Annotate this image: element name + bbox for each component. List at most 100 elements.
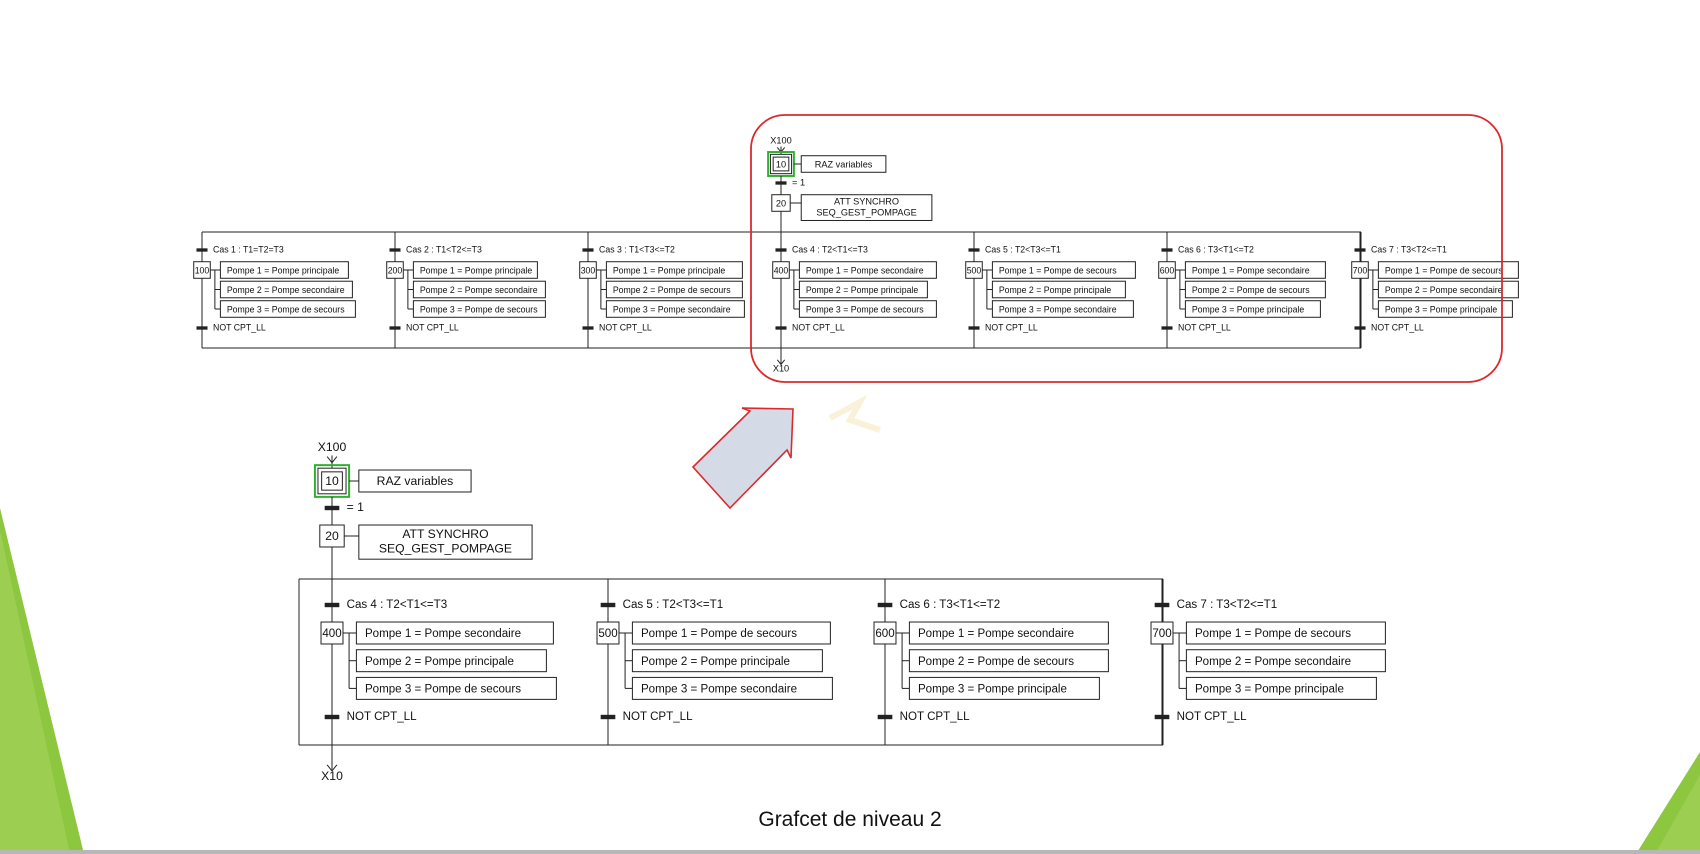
action-box <box>1377 280 1519 299</box>
exit-condition-label: NOT CPT_LL <box>213 322 266 332</box>
action-text: Pompe 3 = Pompe de secours <box>365 683 521 695</box>
condition-label: Cas 6 : T3<T1<=T2 <box>900 599 1001 611</box>
step-20-action-box <box>800 194 933 221</box>
exit-transition-bar <box>877 714 893 720</box>
initial-step-action-box <box>358 469 472 493</box>
condition-transition-bar <box>196 248 208 252</box>
action-box <box>219 280 353 299</box>
action-box <box>219 261 349 279</box>
action-text: Pompe 2 = Pompe principale <box>806 285 919 295</box>
action-text: Pompe 3 = Pompe secondaire <box>999 304 1117 314</box>
step-20-action-line-1: ATT SYNCHRO <box>402 527 488 541</box>
condition-transition-bar <box>968 248 980 252</box>
action-text: Pompe 1 = Pompe principale <box>613 265 726 275</box>
action-text: Pompe 3 = Pompe de secours <box>227 304 345 314</box>
action-box <box>798 261 937 279</box>
action-text: Pompe 1 = Pompe principale <box>227 265 340 275</box>
exit-transition-bar <box>1354 326 1366 330</box>
condition-label: Cas 7 : T3<T2<=T1 <box>1177 599 1278 611</box>
action-text: Pompe 2 = Pompe secondaire <box>420 285 538 295</box>
step-number: 400 <box>774 265 789 275</box>
exit-transition-bar <box>196 326 208 330</box>
action-text: Pompe 1 = Pompe de secours <box>641 628 797 640</box>
exit-condition-label: NOT CPT_LL <box>792 322 845 332</box>
exit-transition-bar <box>1154 714 1170 720</box>
exit-condition-label: NOT CPT_LL <box>1177 711 1247 723</box>
exit-transition-bar <box>968 326 980 330</box>
condition-transition-bar <box>582 248 594 252</box>
exit-link-label: X10 <box>321 769 343 783</box>
exit-condition-label: NOT CPT_LL <box>985 322 1038 332</box>
action-box <box>1377 300 1513 318</box>
action-box <box>631 676 833 700</box>
entry-link-label: X100 <box>770 135 791 145</box>
action-text: Pompe 1 = Pompe de secours <box>1385 265 1503 275</box>
initial-step-action-text: RAZ variables <box>377 474 454 488</box>
condition-label: Cas 1 : T1=T2=T3 <box>213 244 284 254</box>
condition-transition-bar <box>775 248 787 252</box>
action-box <box>991 261 1136 279</box>
zoom-arrow-icon <box>691 407 794 510</box>
step-20-number: 20 <box>325 529 339 543</box>
action-text: Pompe 2 = Pompe principale <box>999 285 1112 295</box>
step-number: 300 <box>581 265 596 275</box>
condition-label: Cas 4 : T2<T1<=T3 <box>792 244 868 254</box>
slide-title: Grafcet de niveau 2 <box>758 808 942 831</box>
action-text: Pompe 1 = Pompe de secours <box>1195 628 1351 640</box>
exit-transition-bar <box>1161 326 1173 330</box>
initial-step-inner-box <box>321 471 343 491</box>
condition-label: Cas 3 : T1<T3<=T2 <box>599 244 675 254</box>
exit-condition-label: NOT CPT_LL <box>406 322 459 332</box>
initial-step-number: 10 <box>325 474 339 488</box>
initial-step-10: 10 RAZ variables <box>313 464 472 498</box>
step-box <box>772 261 790 279</box>
right-green-wedge-light <box>1655 775 1700 854</box>
action-box <box>631 621 831 645</box>
exit-condition-label: NOT CPT_LL <box>1371 322 1424 332</box>
condition-transition-bar <box>600 602 616 608</box>
action-box <box>1377 261 1519 279</box>
initial-step-action-text: RAZ variables <box>815 159 873 169</box>
action-box <box>991 300 1134 318</box>
action-text: Pompe 1 = Pompe secondaire <box>918 628 1074 640</box>
action-text: Pompe 1 = Pompe secondaire <box>1192 265 1310 275</box>
action-text: Pompe 3 = Pompe secondaire <box>641 683 797 695</box>
step-number: 400 <box>322 628 341 640</box>
action-box <box>1185 676 1377 700</box>
action-box <box>631 649 823 673</box>
condition-label: Cas 5 : T2<T3<=T1 <box>623 599 724 611</box>
exit-transition-bar <box>324 714 340 720</box>
condition-label: Cas 5 : T2<T3<=T1 <box>985 244 1061 254</box>
action-text: Pompe 3 = Pompe principale <box>918 683 1067 695</box>
condition-transition-bar <box>324 602 340 608</box>
action-text: Pompe 3 = Pompe secondaire <box>613 304 731 314</box>
condition-label: Cas 7 : T3<T2<=T1 <box>1371 244 1447 254</box>
branch-100: Cas 1 : T1=T2=T3 100 Pompe 1 = Pompe princ… <box>193 232 356 348</box>
action-box <box>219 300 356 318</box>
action-box <box>355 621 554 645</box>
action-box <box>355 676 557 700</box>
transition-1-label: = 1 <box>792 177 805 187</box>
exit-condition-label: NOT CPT_LL <box>1178 322 1231 332</box>
action-box <box>1184 280 1326 299</box>
step-number: 100 <box>195 265 210 275</box>
exit-transition-bar <box>389 326 401 330</box>
exit-arrow-icon <box>326 764 338 772</box>
exit-condition-label: NOT CPT_LL <box>599 322 652 332</box>
step-number: 600 <box>1160 265 1175 275</box>
action-box <box>798 300 937 318</box>
exit-transition-bar <box>582 326 594 330</box>
initial-step-number: 10 <box>776 159 786 169</box>
